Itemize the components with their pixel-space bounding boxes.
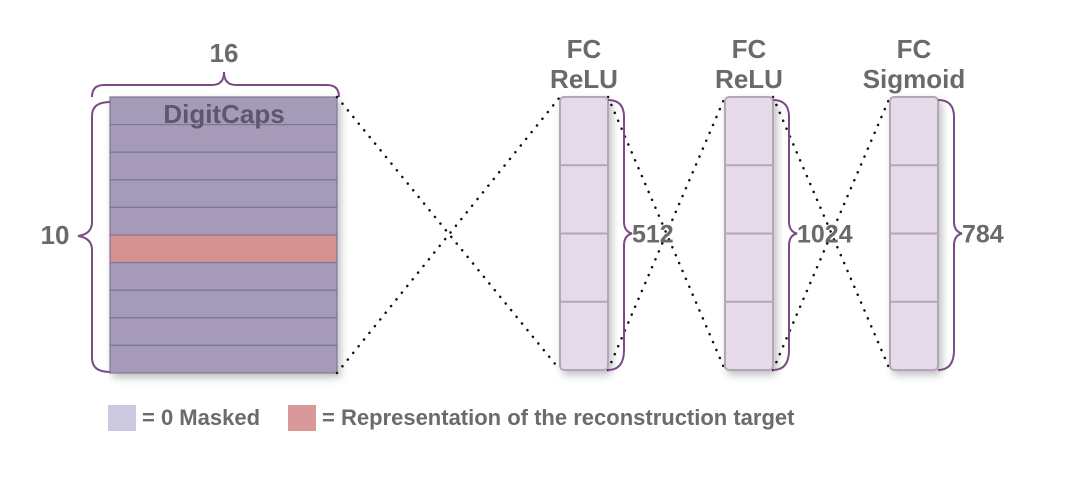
digitcaps-row-masked xyxy=(109,96,338,126)
connector-line xyxy=(335,95,562,375)
masked-swatch xyxy=(108,405,136,431)
digitcaps-row-masked xyxy=(109,179,338,209)
legend: = 0 Masked = Representation of the recon… xyxy=(108,404,794,432)
fc-size-brace xyxy=(937,99,963,371)
fc-layer-type: FC xyxy=(567,34,602,64)
fc-layer-type: FC xyxy=(732,34,767,64)
width-label: 16 xyxy=(210,38,239,68)
fc-size-brace xyxy=(772,99,798,371)
height-label: 10 xyxy=(41,220,70,250)
digitcaps-row-masked xyxy=(109,262,338,291)
digitcaps-row-masked xyxy=(109,317,338,346)
target-swatch xyxy=(288,405,317,431)
fc-layer-activation: ReLU xyxy=(715,64,783,94)
fc-size-brace xyxy=(607,99,633,371)
width-brace xyxy=(91,71,340,98)
digitcaps-row-masked xyxy=(109,289,338,319)
fc-layer-activation: Sigmoid xyxy=(863,64,966,94)
digitcaps-row-masked xyxy=(109,206,338,236)
digitcaps-block: DigitCaps xyxy=(109,96,338,374)
digitcaps-row-masked xyxy=(109,123,338,153)
digitcaps-row-target xyxy=(109,234,338,264)
fc-layer-activation: ReLU xyxy=(550,64,618,94)
digitcaps-row-masked xyxy=(109,151,338,181)
fc-size-label: 1024 xyxy=(797,221,853,249)
legend-item-masked: = 0 Masked xyxy=(108,405,260,431)
digitcaps-row-masked xyxy=(109,344,338,374)
fc-size-label: 784 xyxy=(962,221,1004,249)
connection-lines xyxy=(335,95,892,375)
legend-label-target: = Representation of the reconstruction t… xyxy=(322,405,795,430)
legend-item-target: = Representation of the reconstruction t… xyxy=(288,405,794,431)
digitcaps-title: DigitCaps xyxy=(163,99,284,129)
fc-layer-type: FC xyxy=(897,34,932,64)
height-brace xyxy=(77,101,111,373)
legend-label-masked: = 0 Masked xyxy=(142,405,261,430)
fc-size-label: 512 xyxy=(632,221,674,249)
